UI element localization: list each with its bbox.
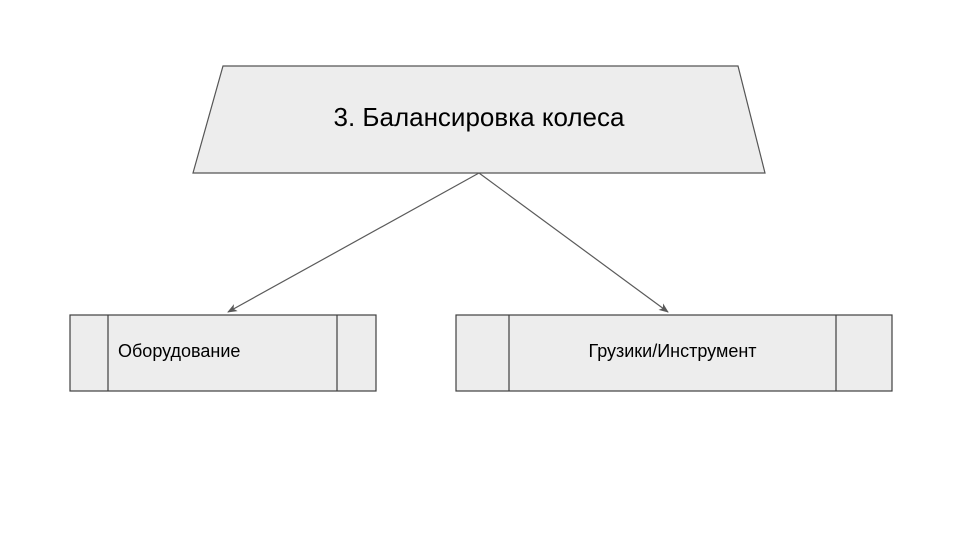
node-equipment-label: Оборудование <box>118 341 241 361</box>
node-weights-tools-shape[interactable] <box>455 314 893 392</box>
node-weights-tools-label: Грузики/Инструмент <box>588 341 757 361</box>
node-manual-operation-shape[interactable] <box>192 65 766 174</box>
connector-to-weights-tools <box>478 172 669 313</box>
connector-to-equipment <box>227 172 480 313</box>
node-equipment-shape[interactable] <box>69 314 377 392</box>
node-manual-operation-label: 3. Балансировка колеса <box>333 102 625 132</box>
